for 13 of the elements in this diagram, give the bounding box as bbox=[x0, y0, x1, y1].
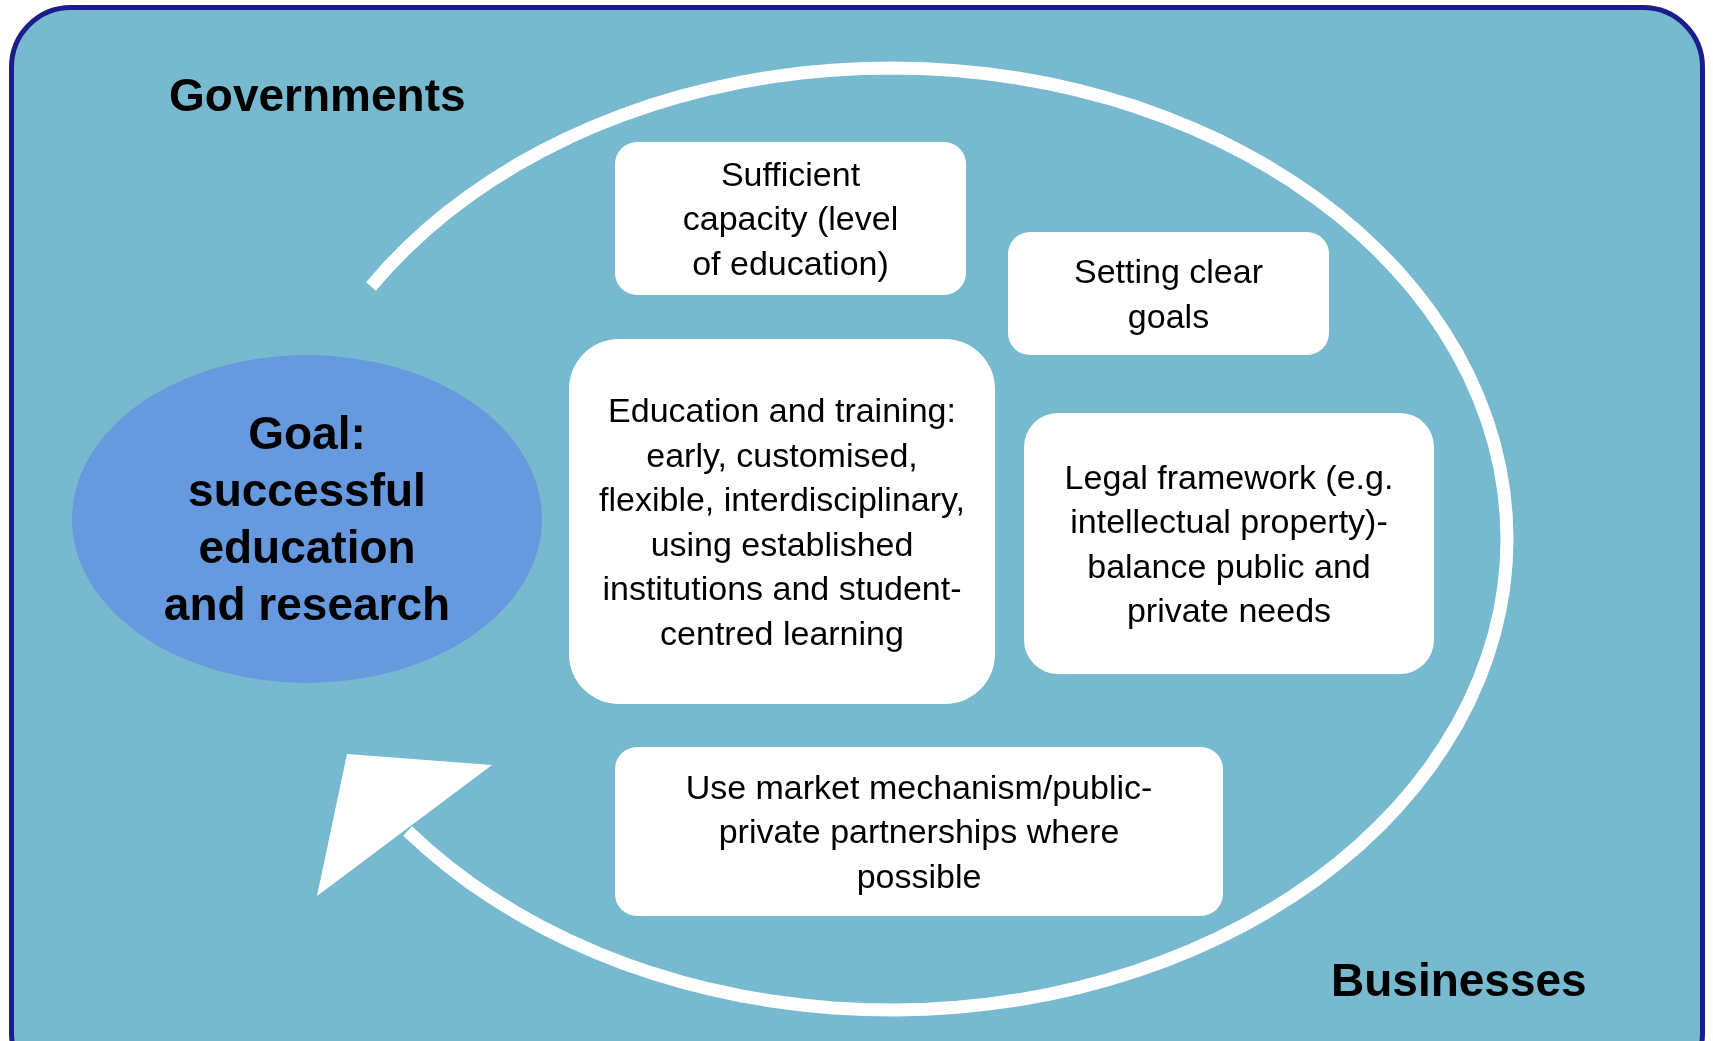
text-box bbox=[569, 339, 995, 704]
node-text: Sufficient capacity (level of education) bbox=[681, 153, 900, 284]
node-text: Goal: successful education and research bbox=[162, 406, 452, 632]
node-text: Setting clear goals bbox=[1073, 251, 1264, 337]
text-box bbox=[615, 747, 1223, 916]
text-box bbox=[1024, 413, 1434, 674]
heading-label: Governments bbox=[169, 68, 466, 122]
node-text: Use market mechanism/public-private partnerships where possible bbox=[684, 766, 1154, 897]
text-box bbox=[1008, 232, 1329, 355]
node-text: Education and training: early, customised, flexible, interdisciplinary, using established institutions and student-centred learning bbox=[598, 390, 966, 654]
node-text: Legal framework (e.g. intellectual property)- balance public and private needs bbox=[1063, 456, 1395, 631]
text-box bbox=[615, 142, 966, 295]
heading-label: Businesses bbox=[1331, 953, 1587, 1007]
